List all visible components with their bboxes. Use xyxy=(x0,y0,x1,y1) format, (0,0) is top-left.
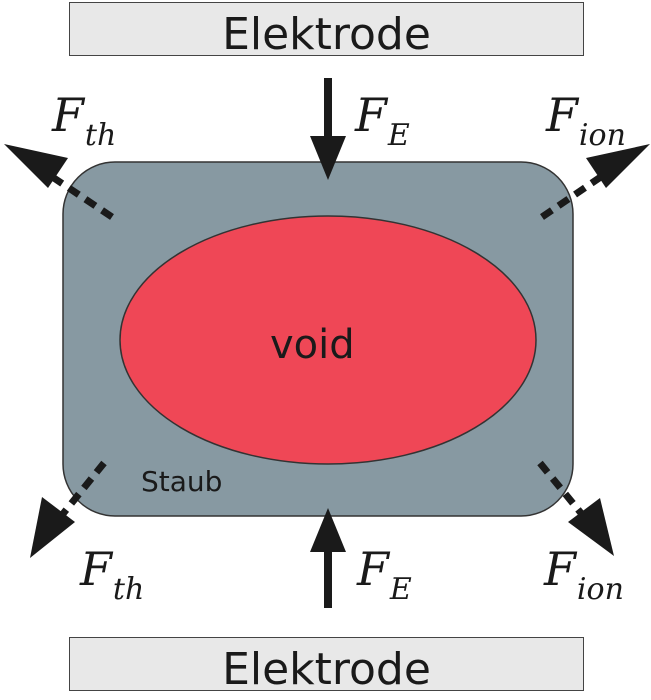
bottom-electrode-label: Elektrode xyxy=(222,644,431,695)
label-fion-top-right: Fion xyxy=(546,88,626,153)
void-region xyxy=(119,215,537,465)
void-label: void xyxy=(270,322,355,368)
label-fe-top: FE xyxy=(355,88,410,153)
label-fth-bottom-left: Fth xyxy=(80,542,145,607)
thermal-force-arrow-top-left xyxy=(4,144,114,220)
electric-force-arrow-bottom xyxy=(310,508,346,608)
thermal-force-arrow-bottom-left xyxy=(30,460,107,558)
ion-force-arrow-top-right xyxy=(540,144,650,220)
label-fe-bottom: FE xyxy=(357,542,412,607)
label-fth-top-left: Fth xyxy=(52,88,117,153)
dust-label: Staub xyxy=(141,465,223,498)
top-electrode: Elektrode xyxy=(69,2,584,60)
bottom-electrode: Elektrode xyxy=(69,637,584,695)
ion-force-arrow-bottom-right xyxy=(537,460,614,556)
electric-force-arrow-top xyxy=(310,78,346,180)
label-fion-bottom-right: Fion xyxy=(544,542,624,607)
top-electrode-label: Elektrode xyxy=(222,9,431,60)
